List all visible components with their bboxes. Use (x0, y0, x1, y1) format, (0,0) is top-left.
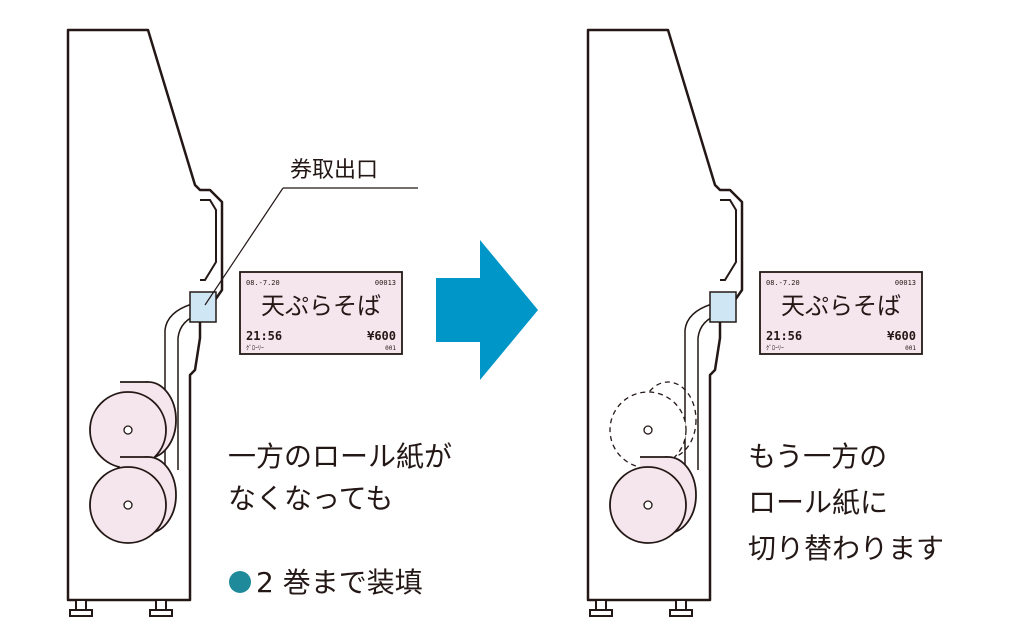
paper-roll-active (609, 456, 697, 544)
ticket-sample-right: 08.-7.20 00013 天ぷらそば 21:56 ¥600 ｸﾞﾛｰﾘｰ 0… (759, 271, 923, 355)
roll-core (643, 425, 653, 435)
paper-roll-empty (609, 381, 697, 469)
transition-arrow (436, 240, 538, 380)
ticket-time: 21:56 (246, 329, 282, 343)
caption-right-line-1: もう一方の (748, 440, 887, 473)
machine-right (586, 28, 744, 617)
ticket-small-left: ｸﾞﾛｰﾘｰ (246, 345, 264, 352)
machine-left (66, 28, 224, 617)
ticket-date: 08.-7.20 (246, 279, 280, 287)
ticket-serial: 00013 (375, 279, 396, 287)
bullet-note-text: 2 巻まで装填 (256, 566, 423, 599)
ticket-date: 08.-7.20 (766, 279, 800, 287)
paper-roll-upper (89, 381, 177, 469)
machine-right-recess (720, 199, 737, 281)
roll-core (123, 500, 133, 510)
ticket-item: 天ぷらそば (781, 292, 901, 320)
ticket-small-right: 001 (905, 345, 916, 352)
callout-label: 券取出口 (290, 158, 378, 183)
ticket-price: ¥600 (887, 329, 916, 343)
caption-left-line-1: 一方のロール紙が (228, 440, 452, 473)
caption-right-line-2: ロール紙に (748, 486, 888, 519)
machine-right-feet (589, 599, 693, 617)
callout-ticket-exit: 券取出口 (204, 158, 418, 306)
ticket-exit-right (709, 291, 737, 323)
paper-roll-lower (89, 456, 177, 544)
ticket-serial: 00013 (895, 279, 916, 287)
ticket-sample-left: 08.-7.20 00013 天ぷらそば 21:56 ¥600 ｸﾞﾛｰﾘｰ 0… (239, 271, 403, 355)
bullet-dot (229, 571, 251, 593)
ticket-small-right: 001 (385, 345, 396, 352)
bullet-note: 2 巻まで装填 (229, 566, 423, 599)
ticket-price: ¥600 (367, 329, 396, 343)
ticket-exit-left (189, 291, 217, 323)
ticket-item: 天ぷらそば (261, 292, 381, 320)
machine-left-feet (69, 599, 173, 617)
caption-right-line-3: 切り替わります (748, 532, 944, 565)
machine-left-recess (200, 199, 217, 281)
roll-core (123, 425, 133, 435)
roll-core (643, 500, 653, 510)
ticket-time: 21:56 (766, 329, 802, 343)
caption-left-line-2: なくなっても (228, 482, 393, 515)
ticket-small-left: ｸﾞﾛｰﾘｰ (766, 345, 784, 352)
